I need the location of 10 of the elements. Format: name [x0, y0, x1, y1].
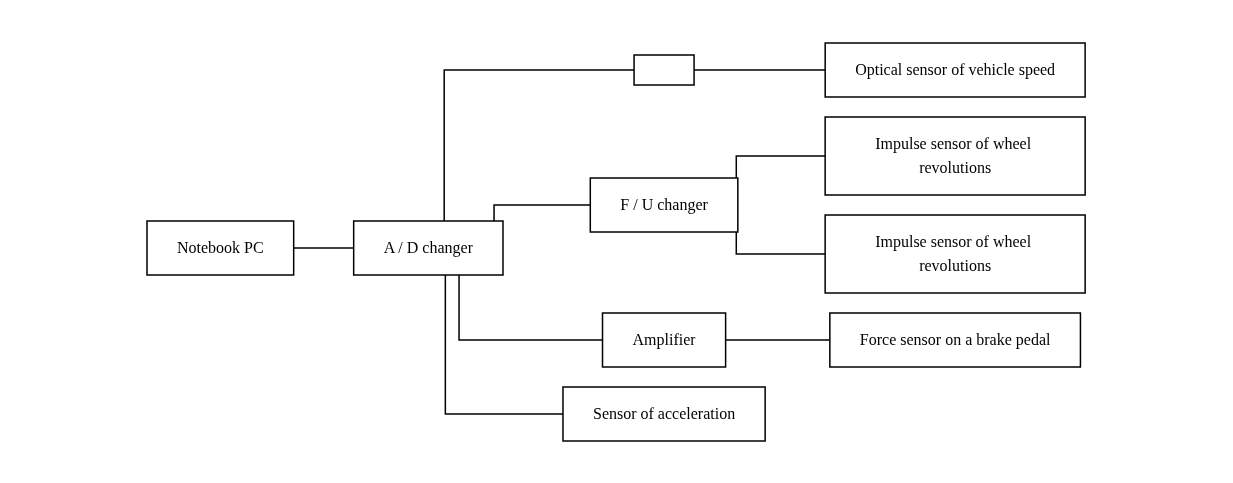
node-box: Optical sensor of vehicle speed — [824, 41, 1087, 98]
node-box: Force sensor on a brake pedal — [829, 311, 1082, 368]
node-box: Amplifier — [602, 311, 727, 368]
node-box: Notebook PC — [146, 219, 295, 276]
node-box — [633, 53, 696, 86]
node-box: A / D changer — [353, 219, 505, 276]
node-box: F / U changer — [589, 176, 739, 233]
node-box: Sensor of acceleration — [562, 385, 767, 442]
node-box: Impulse sensor of wheel revolutions — [824, 213, 1087, 294]
node-box: Impulse sensor of wheel revolutions — [824, 115, 1087, 196]
